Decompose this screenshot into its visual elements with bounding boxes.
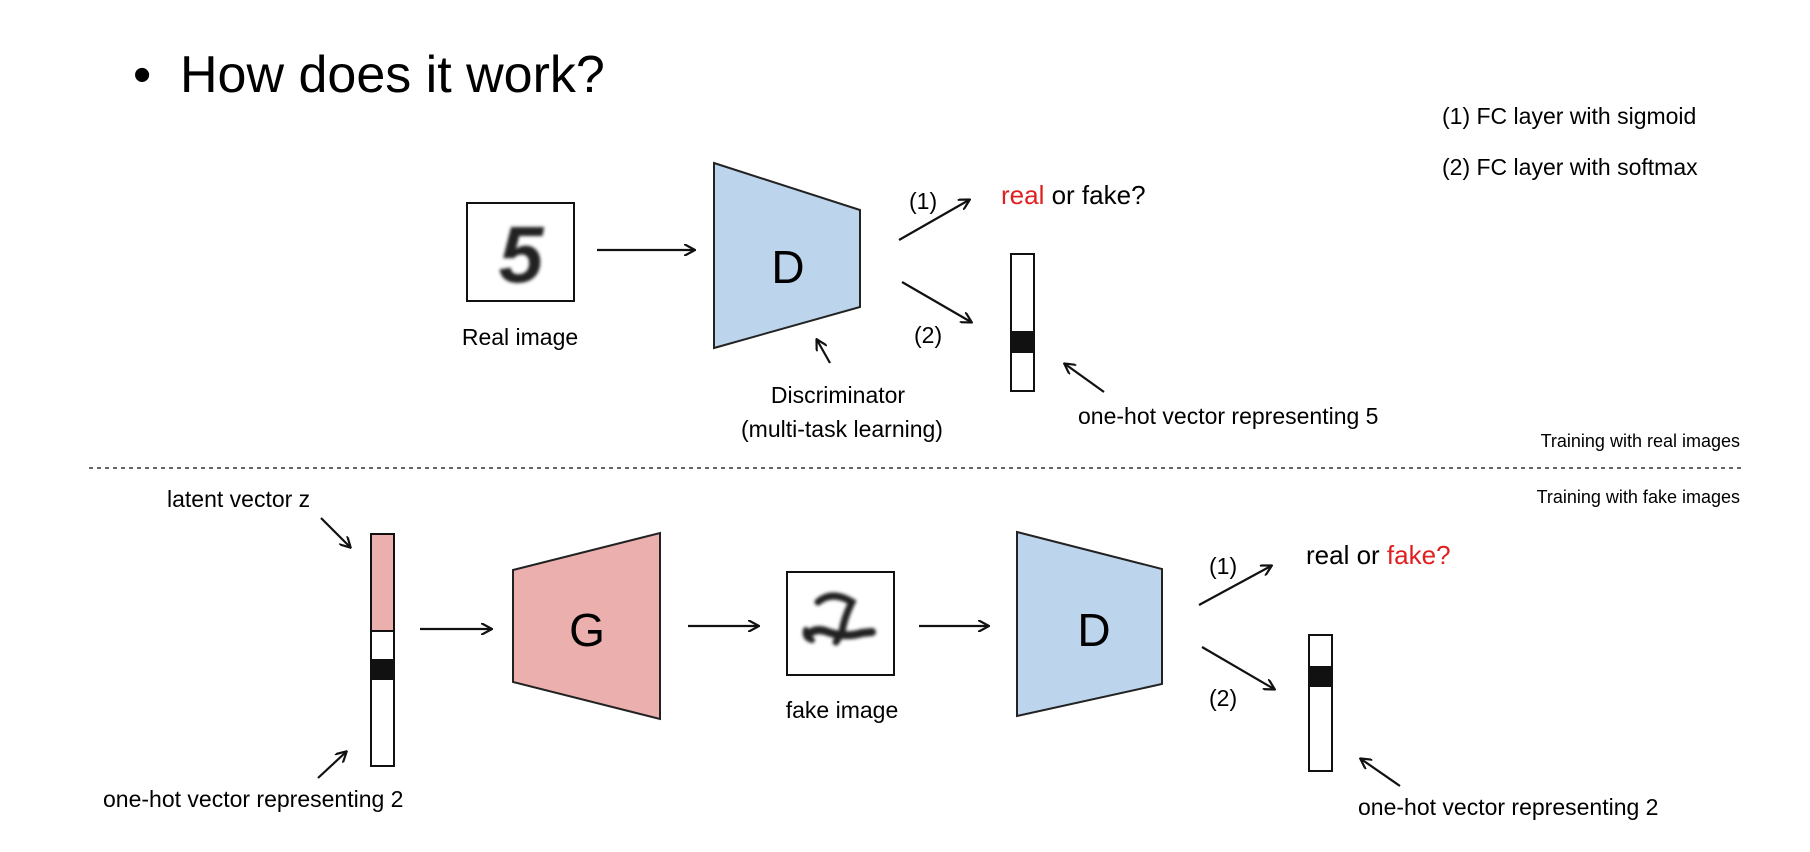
latent-z-segment bbox=[370, 533, 395, 632]
top-question-rest: or fake? bbox=[1044, 180, 1145, 210]
discriminator-label-bottom: D bbox=[1077, 604, 1110, 656]
slide-title: How does it work? bbox=[180, 46, 605, 104]
section-label-real: Training with real images bbox=[1541, 431, 1740, 451]
fake-digit-glyph bbox=[802, 592, 876, 646]
bottom-question-highlight: fake? bbox=[1387, 540, 1451, 570]
arrow-top-output-1 bbox=[898, 200, 969, 241]
onehot-vector-top bbox=[1010, 253, 1035, 392]
discriminator-label-top: D bbox=[771, 241, 804, 293]
arrow-top-tag-2: (2) bbox=[914, 322, 942, 348]
discriminator-shape-bottom bbox=[1016, 530, 1163, 718]
real-image-box: 5 bbox=[466, 202, 575, 302]
legend-line-1: (1) FC layer with sigmoid bbox=[1442, 103, 1696, 129]
title-bullet: • bbox=[133, 46, 151, 104]
fake-image-label: fake image bbox=[786, 697, 899, 723]
arrow-to-latent bbox=[320, 517, 350, 547]
arrow-bottom-output-2 bbox=[1201, 646, 1274, 689]
arrow-top-output-2 bbox=[901, 281, 971, 322]
discriminator-shape-top bbox=[713, 161, 861, 350]
real-digit-glyph: 5 bbox=[499, 210, 545, 299]
arrow-to-onehot-bottom bbox=[1361, 759, 1401, 787]
generator-label: G bbox=[569, 604, 605, 656]
generator-shape bbox=[512, 531, 661, 721]
real-image-label: Real image bbox=[462, 324, 578, 350]
arrow-to-onehot-input bbox=[317, 752, 346, 779]
arrow-top-tag-1: (1) bbox=[909, 188, 937, 214]
arrow-to-discriminator bbox=[817, 340, 831, 364]
legend-line-2: (2) FC layer with softmax bbox=[1442, 154, 1698, 180]
discriminator-caption-line1: Discriminator bbox=[771, 382, 906, 408]
onehot-vector-bottom bbox=[1308, 634, 1333, 772]
onehot-bottom-label: one-hot vector representing 2 bbox=[1358, 794, 1658, 820]
discriminator-caption-line2: (multi-task learning) bbox=[741, 416, 943, 442]
top-question-highlight: real bbox=[1001, 180, 1044, 210]
bottom-question-pre: real or bbox=[1306, 540, 1387, 570]
arrow-bottom-tag-1: (1) bbox=[1209, 553, 1237, 579]
arrow-bottom-tag-2: (2) bbox=[1209, 685, 1237, 711]
onehot-top-label: one-hot vector representing 5 bbox=[1078, 403, 1378, 429]
section-label-fake: Training with fake images bbox=[1537, 487, 1740, 507]
fake-image-box bbox=[786, 571, 895, 676]
top-question: real or fake? bbox=[1001, 180, 1146, 210]
arrow-bottom-output-1 bbox=[1198, 566, 1271, 606]
generator-input-vector bbox=[370, 533, 395, 767]
onehot-input-label: one-hot vector representing 2 bbox=[103, 786, 403, 812]
arrow-to-onehot-top bbox=[1065, 364, 1105, 393]
onehot-input-segment bbox=[370, 630, 395, 767]
latent-vector-label: latent vector z bbox=[167, 486, 310, 512]
bottom-question: real or fake? bbox=[1306, 540, 1451, 570]
